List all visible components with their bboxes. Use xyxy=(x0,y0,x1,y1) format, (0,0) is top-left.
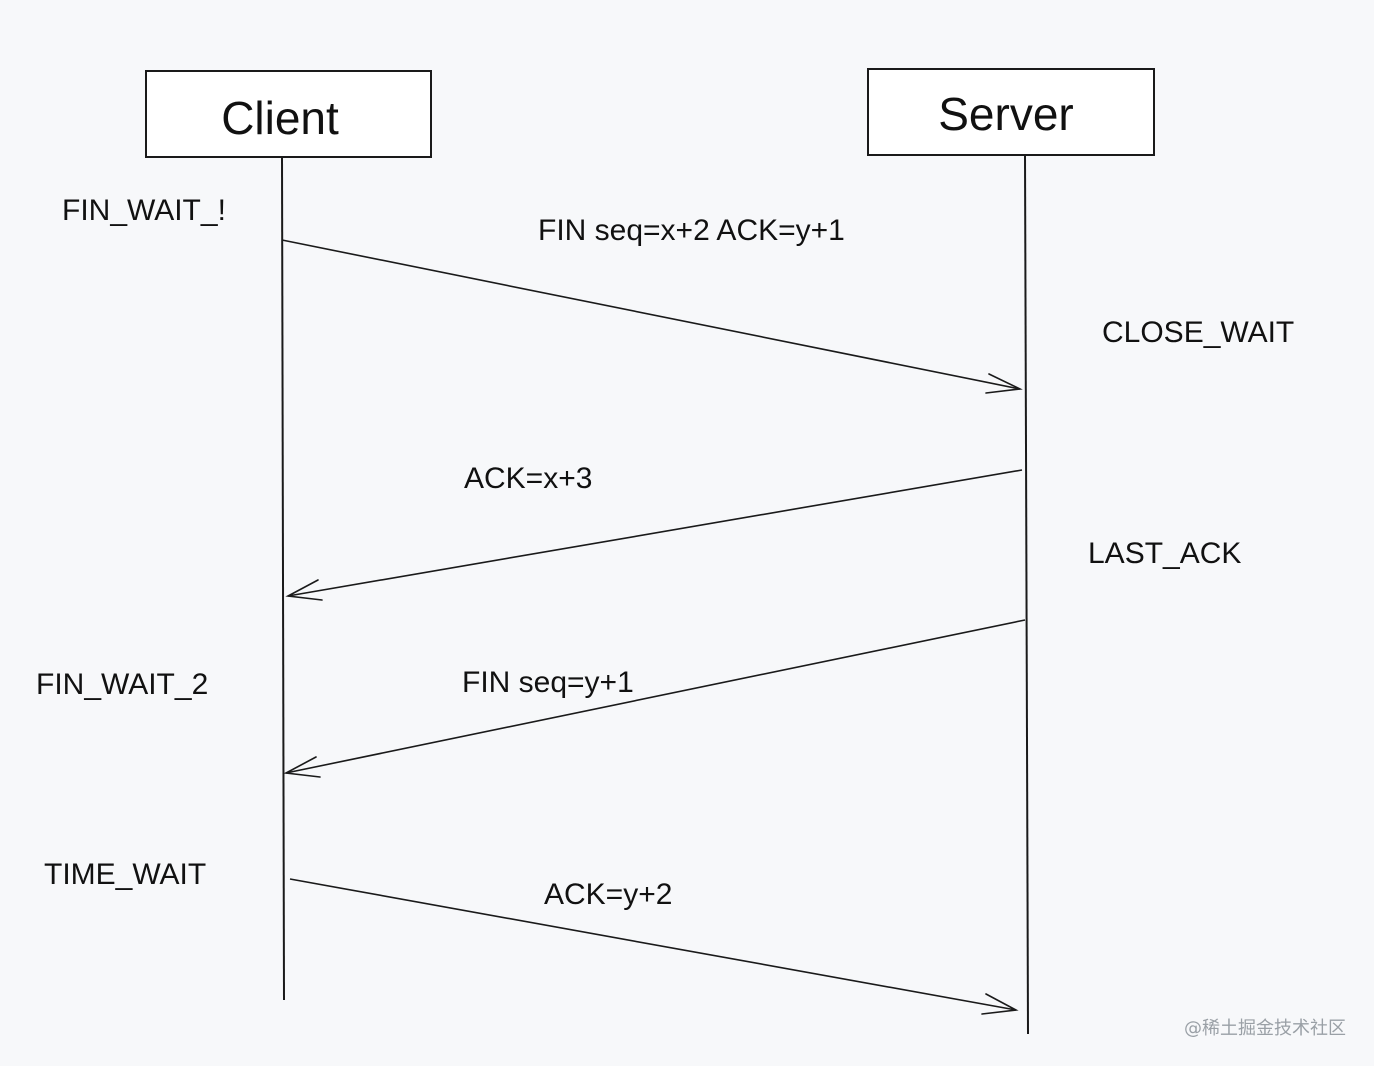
arrow-head-right-icon xyxy=(981,993,1019,1015)
message-fin-server-line xyxy=(285,619,1026,774)
actor-server: Server xyxy=(867,68,1155,156)
message-ack-server-label: ACK=x+3 xyxy=(464,462,592,495)
actor-server-label: Server xyxy=(938,88,1073,140)
message-ack-client-line xyxy=(289,878,1017,1011)
arrow-head-left-icon xyxy=(285,579,323,601)
state-fin-wait-1: FIN_WAIT_! xyxy=(62,194,226,227)
message-fin-server: FIN seq=y+1 xyxy=(283,619,1026,778)
client-lifeline xyxy=(281,156,285,1001)
server-lifeline xyxy=(1024,154,1029,1035)
state-last-ack: LAST_ACK xyxy=(1088,537,1241,570)
actor-client-label: Client xyxy=(221,92,339,144)
message-ack-client: ACK=y+2 xyxy=(289,878,1019,1015)
message-fin-client-line xyxy=(281,239,1021,390)
message-fin-server-label: FIN seq=y+1 xyxy=(462,666,634,699)
state-fin-wait-2: FIN_WAIT_2 xyxy=(36,668,208,701)
message-fin-client: FIN seq=x+2 ACK=y+1 xyxy=(281,214,1023,394)
message-ack-server: ACK=x+3 xyxy=(285,462,1023,601)
state-close-wait: CLOSE_WAIT xyxy=(1102,316,1294,349)
watermark: @稀土掘金技术社区 xyxy=(1184,1018,1346,1039)
arrow-head-right-icon xyxy=(985,373,1023,394)
actor-client-box xyxy=(145,70,432,158)
actor-server-box xyxy=(867,68,1155,156)
message-fin-client-label: FIN seq=x+2 ACK=y+1 xyxy=(538,214,845,247)
message-ack-client-label: ACK=y+2 xyxy=(544,878,672,911)
message-ack-server-line xyxy=(287,469,1023,597)
state-time-wait: TIME_WAIT xyxy=(44,858,206,891)
arrow-head-left-icon xyxy=(283,756,321,778)
actor-client: Client xyxy=(145,70,432,158)
